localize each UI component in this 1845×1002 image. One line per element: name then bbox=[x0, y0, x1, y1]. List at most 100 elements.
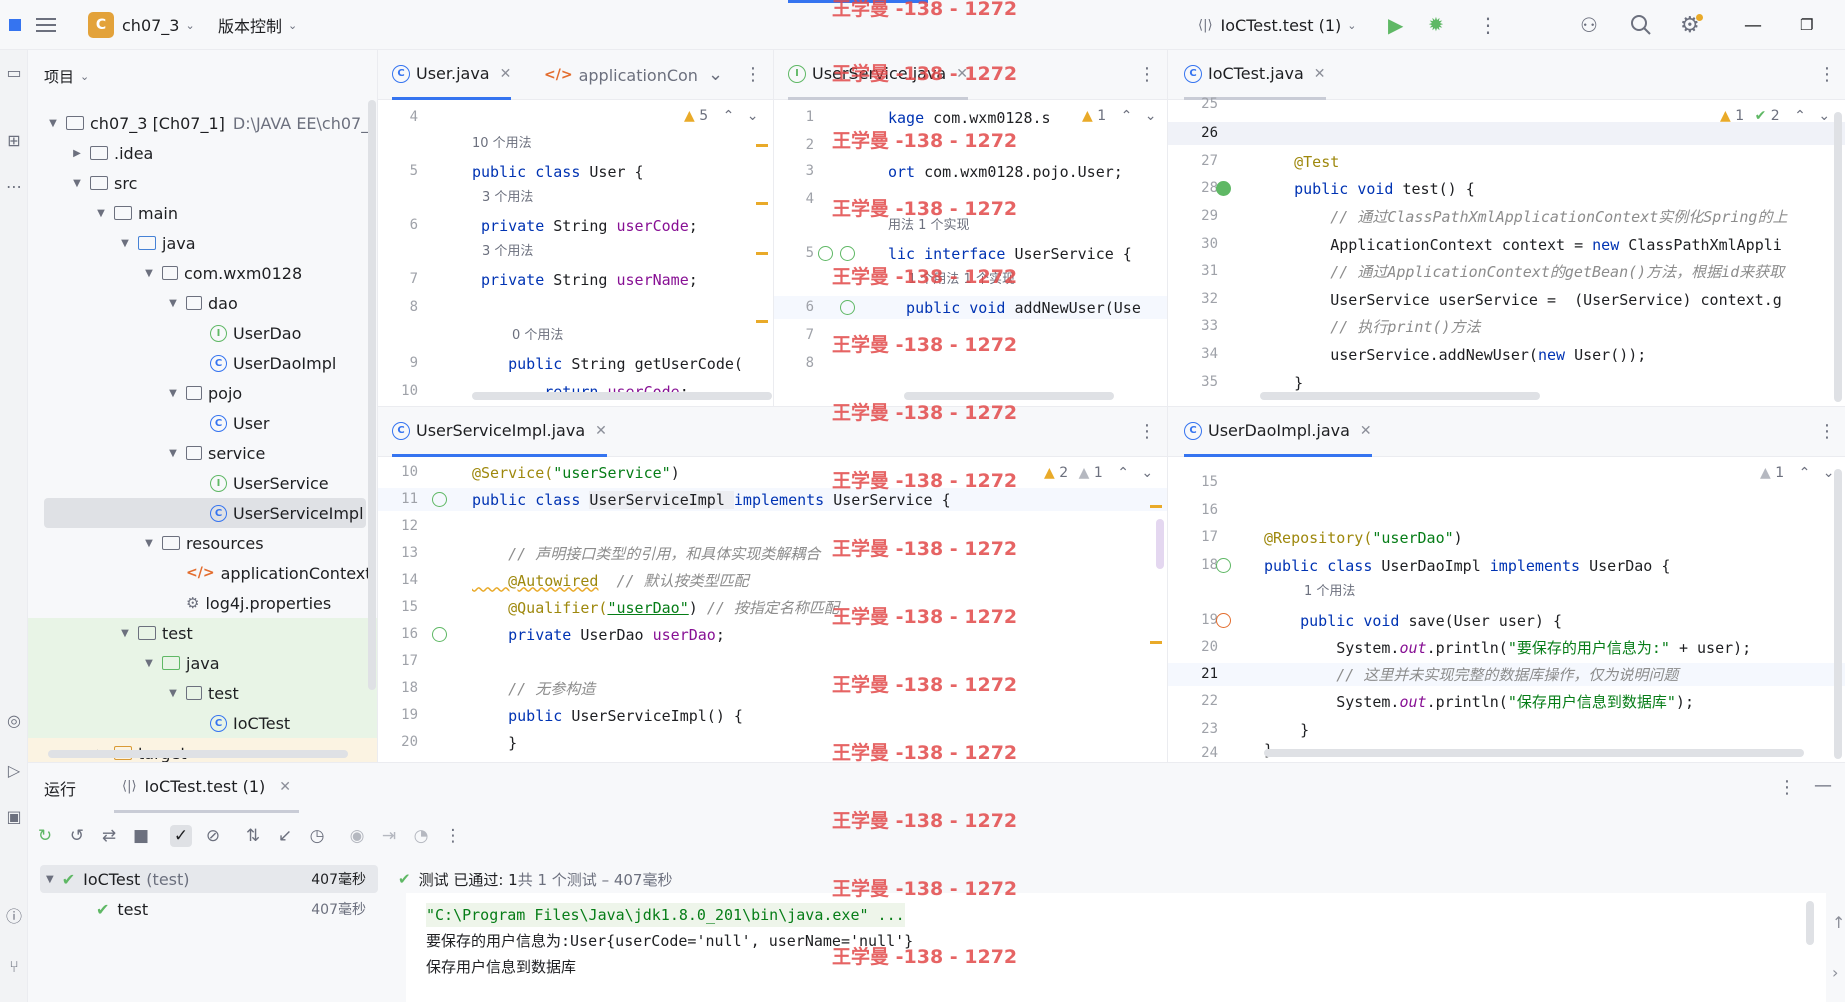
code-line[interactable]: ort com.wxm0128.pojo.User; bbox=[888, 162, 1123, 181]
debug-icon[interactable]: ✹ bbox=[1428, 14, 1444, 36]
code-line[interactable]: System.out.println("保存用户信息到数据库"); bbox=[1264, 692, 1694, 712]
project-switcher[interactable]: C ch07_3 ⌄ bbox=[88, 0, 195, 50]
tree-item-test-java[interactable]: ▼ java bbox=[28, 648, 377, 678]
tree-item-service[interactable]: ▼ service bbox=[28, 438, 377, 468]
show-ignored-icon[interactable]: ⊘ bbox=[205, 826, 221, 846]
code-line[interactable]: public void addNewUser(Use bbox=[888, 298, 1141, 317]
test-tree-row-test[interactable]: ✔ test 407毫秒 bbox=[96, 899, 366, 919]
inheritors-gutter-icon[interactable] bbox=[840, 246, 855, 261]
inspection-widget[interactable]: ▲ 5 ⌃ ⌄ bbox=[684, 108, 759, 124]
code-line[interactable]: // 无参构造 bbox=[472, 680, 596, 698]
usage-hint[interactable]: 3 个用法 bbox=[482, 244, 534, 259]
code-line[interactable]: // 声明接口类型的引用，和具体实现类解耦合 bbox=[472, 545, 821, 563]
console-scrollbar[interactable] bbox=[1806, 901, 1814, 945]
tree-item-src[interactable]: ▼ src bbox=[28, 168, 377, 198]
scroll-up-icon[interactable]: ↑ bbox=[1832, 913, 1845, 932]
structure-icon[interactable]: ⊞ bbox=[7, 131, 21, 150]
run-test-gutter-icon[interactable] bbox=[1216, 181, 1231, 196]
tree-item-idea[interactable]: ▶ .idea bbox=[28, 138, 377, 168]
tree-item-test-package[interactable]: ▼ test bbox=[28, 678, 377, 708]
tree-item-user[interactable]: C User bbox=[28, 408, 377, 438]
code-line[interactable]: System.out.println("要保存的用户信息为:" + user); bbox=[1264, 638, 1752, 658]
warning-marker[interactable] bbox=[1150, 505, 1162, 508]
show-passed-icon[interactable]: ✓ bbox=[170, 825, 192, 847]
export-icon[interactable]: ⇥ bbox=[381, 826, 397, 846]
sort-icon[interactable]: ⇅ bbox=[245, 826, 261, 846]
vcs-menu[interactable]: 版本控制 ⌄ bbox=[218, 0, 297, 50]
code-line[interactable]: lic interface UserService { bbox=[888, 244, 1132, 263]
terminal-icon[interactable]: ▣ bbox=[6, 807, 22, 826]
usage-hint[interactable]: 3 个用法 bbox=[482, 190, 534, 205]
git-icon[interactable]: ⑂ bbox=[9, 957, 19, 976]
chevron-right-icon[interactable]: › bbox=[1832, 963, 1839, 982]
code-line[interactable]: UserService userService = (UserService) … bbox=[1258, 290, 1782, 309]
implements-method-gutter-icon[interactable] bbox=[1216, 613, 1231, 628]
tree-item-main[interactable]: ▼ main bbox=[28, 198, 377, 228]
usage-hint[interactable]: 1 个用法 1 个实现 bbox=[908, 272, 1015, 287]
coverage-icon[interactable]: ◔ bbox=[413, 826, 429, 846]
code-line[interactable]: } bbox=[1264, 720, 1310, 739]
code-line[interactable]: } bbox=[1258, 373, 1304, 392]
spring-bean-gutter-icon[interactable] bbox=[1216, 558, 1231, 573]
inspection-widget[interactable]: ▲ 1 ✔ 2 ⌃ ⌄ bbox=[1720, 108, 1831, 124]
project-folder-icon[interactable]: ▭ bbox=[6, 63, 22, 82]
code-line[interactable]: kage com.wxm0128.s bbox=[888, 108, 1051, 127]
tab-userdaoimpl-java[interactable]: C UserDaoImpl.java ✕ bbox=[1184, 407, 1372, 457]
code-line[interactable]: // 这里并未实现完整的数据库操作，仅为说明问题 bbox=[1264, 666, 1679, 684]
spring-bean-gutter-icon[interactable] bbox=[432, 492, 447, 507]
project-hscrollbar[interactable] bbox=[48, 750, 348, 758]
tree-item-userdaoimpl[interactable]: C UserDaoImpl bbox=[28, 348, 377, 378]
tree-item-log4j[interactable]: ⚙ log4j.properties bbox=[28, 588, 377, 618]
tree-item-appctx[interactable]: </> applicationContext.xml bbox=[28, 558, 377, 588]
autowired-gutter-icon[interactable] bbox=[432, 627, 447, 642]
tree-item-userservice[interactable]: I UserService bbox=[28, 468, 377, 498]
tree-item-userdao[interactable]: I UserDao bbox=[28, 318, 377, 348]
tree-item-ioctest[interactable]: C IoCTest bbox=[28, 708, 377, 738]
inspection-widget[interactable]: ▲ 1 ⌃ ⌄ bbox=[1082, 108, 1157, 124]
code-line[interactable]: @Repository("userDao") bbox=[1264, 528, 1463, 547]
inspection-widget[interactable]: ▲ 1 ⌃ ⌄ bbox=[1760, 465, 1835, 481]
close-icon[interactable]: ✕ bbox=[499, 65, 512, 82]
warning-marker[interactable] bbox=[756, 202, 768, 205]
settings-gear-icon[interactable]: ⚙ bbox=[1680, 12, 1700, 38]
more-icon[interactable]: ⋮ bbox=[1818, 64, 1836, 85]
tab-user-java[interactable]: C User.java ✕ bbox=[392, 50, 512, 100]
usage-hint[interactable]: 0 个用法 bbox=[512, 328, 564, 343]
editor-hscrollbar[interactable] bbox=[1264, 749, 1804, 757]
code-line[interactable]: private UserDao userDao; bbox=[472, 625, 725, 644]
code-line[interactable]: @Service("userService") bbox=[472, 463, 680, 482]
history-icon[interactable]: ◷ bbox=[309, 826, 325, 846]
tree-item-resources[interactable]: ▼ resources bbox=[28, 528, 377, 558]
code-line[interactable]: ApplicationContext context = new ClassPa… bbox=[1258, 235, 1782, 254]
code-line[interactable]: public UserServiceImpl() { bbox=[472, 706, 743, 725]
tab-application-context[interactable]: </> applicationCon bbox=[544, 50, 698, 100]
project-scrollbar[interactable] bbox=[368, 100, 376, 690]
code-line[interactable]: private String userName; bbox=[472, 270, 698, 289]
editor-vscrollbar[interactable] bbox=[1834, 112, 1842, 402]
more-icon[interactable]: ⋮ bbox=[444, 826, 462, 846]
code-line[interactable]: } bbox=[472, 733, 518, 752]
run-config-tab[interactable]: ⟨|⟩ IoCTest.test (1) ✕ bbox=[114, 763, 300, 813]
more-icon[interactable]: ⋮ bbox=[1138, 64, 1156, 85]
code-line[interactable]: @Test bbox=[1258, 152, 1340, 171]
more-actions-icon[interactable]: ⋮ bbox=[1478, 13, 1498, 37]
code-line[interactable]: // 执行print()方法 bbox=[1258, 318, 1481, 336]
code-line[interactable]: public class UserServiceImpl implements … bbox=[472, 490, 951, 509]
camera-icon[interactable]: ◉ bbox=[349, 826, 365, 846]
import-tests-icon[interactable]: ↙ bbox=[277, 826, 293, 846]
close-icon[interactable]: ✕ bbox=[595, 422, 607, 439]
restore-icon[interactable]: ❐ bbox=[1800, 16, 1814, 34]
usage-hint[interactable]: 1 个用法 bbox=[1304, 584, 1356, 599]
tree-item-package[interactable]: ▼ com.wxm0128 bbox=[28, 258, 377, 288]
minimize-panel-icon[interactable]: — bbox=[1814, 775, 1832, 796]
implemented-gutter-icon[interactable] bbox=[840, 300, 855, 315]
editor-vscrollbar[interactable] bbox=[1834, 469, 1842, 759]
tab-ioctest-java[interactable]: C IoCTest.java ✕ bbox=[1184, 50, 1326, 100]
tree-item-dao[interactable]: ▼ dao bbox=[28, 288, 377, 318]
tree-item-java[interactable]: ▼ java bbox=[28, 228, 377, 258]
close-icon[interactable]: ✕ bbox=[1313, 65, 1326, 82]
close-icon[interactable]: ✕ bbox=[279, 778, 292, 795]
warning-marker[interactable] bbox=[1150, 641, 1162, 644]
code-line[interactable]: // 通过ClassPathXmlApplicationContext实例化Sp… bbox=[1258, 208, 1788, 226]
editor-hscrollbar[interactable] bbox=[472, 392, 772, 400]
